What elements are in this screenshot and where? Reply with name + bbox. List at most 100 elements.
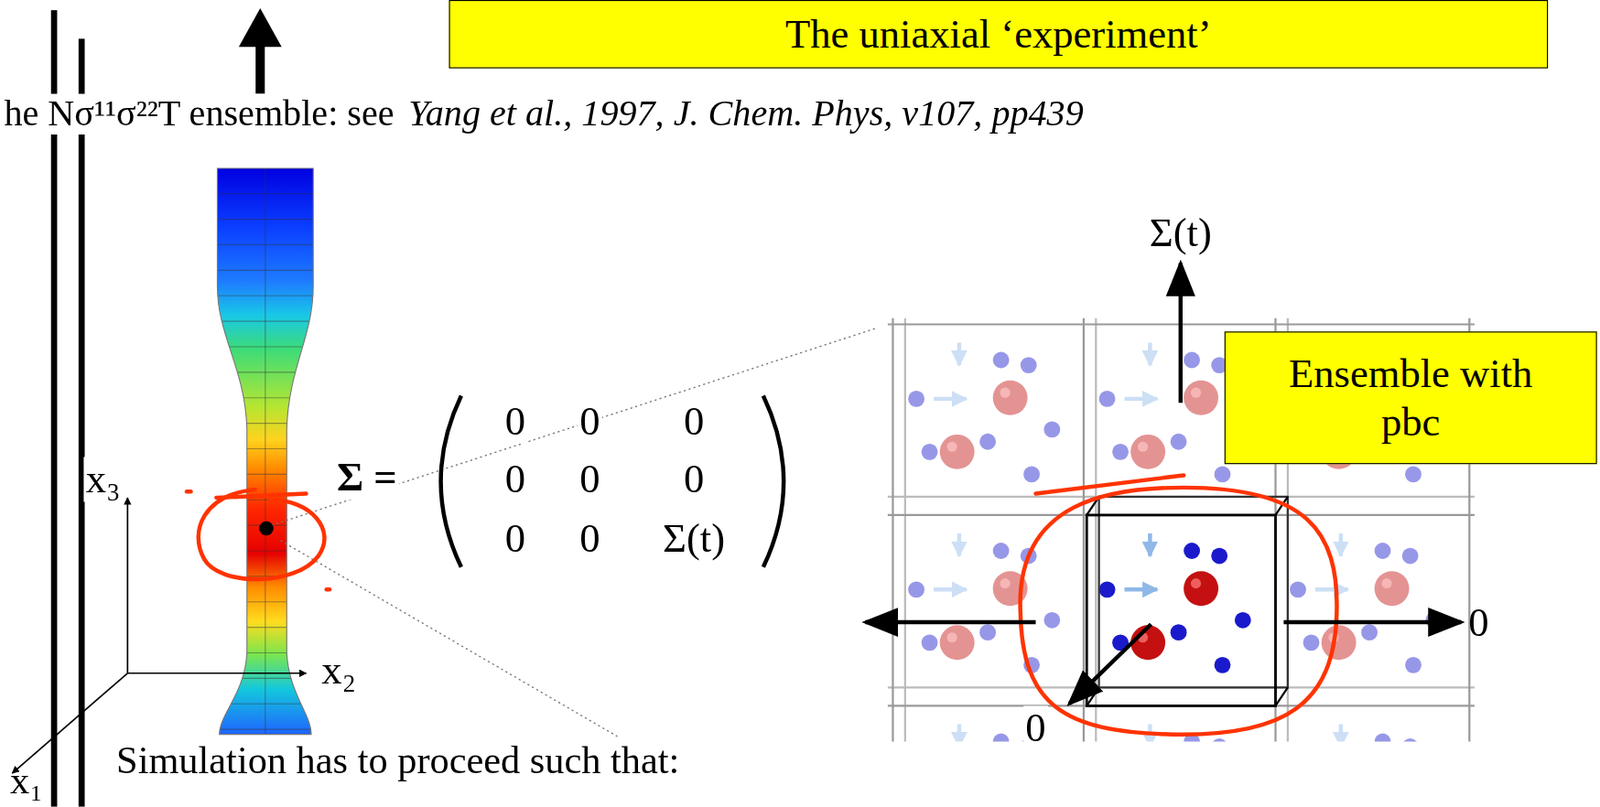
- lattice-part: [1000, 388, 1011, 399]
- lattice-part: [940, 434, 975, 470]
- mesh-line: [204, 270, 327, 271]
- lattice-part: [908, 390, 925, 408]
- matrix-entry: Σ(t): [660, 516, 728, 562]
- lattice-part: [1289, 533, 1442, 674]
- lattice-part: [908, 343, 1060, 484]
- lattice-part: [921, 634, 939, 651]
- lattice-part: [1289, 724, 1442, 743]
- lattice-part: [1374, 571, 1410, 606]
- mesh-line: [204, 627, 327, 628]
- mesh-line: [264, 168, 266, 736]
- lattice-part: [1124, 397, 1158, 401]
- lattice-part: [993, 734, 1010, 743]
- mesh-line: [204, 550, 327, 552]
- lattice-part: [1210, 738, 1228, 742]
- lattice-part: [1405, 657, 1422, 674]
- lattice-part: [1170, 433, 1188, 451]
- lattice-part: [1402, 548, 1419, 565]
- mesh-line: [204, 474, 327, 476]
- lattice-part: [1381, 578, 1392, 589]
- lattice-part: [1099, 497, 1288, 688]
- lattice-part: [921, 443, 939, 461]
- mesh-line: [204, 678, 327, 680]
- lattice-part: [1086, 687, 1099, 706]
- lattice-part: [1082, 318, 1085, 743]
- mesh-line: [204, 244, 327, 246]
- lattice-part: [1124, 587, 1158, 592]
- lattice-part: [979, 624, 996, 641]
- lattice-part: [1321, 625, 1357, 660]
- lattice-part: [947, 442, 958, 453]
- lattice-part: [933, 587, 967, 592]
- lattice-part: [993, 380, 1028, 416]
- lattice-part: [1210, 548, 1228, 565]
- lattice-part: [979, 433, 996, 451]
- lattice-part: [940, 625, 975, 660]
- specimen: [204, 162, 327, 745]
- lattice-part: [1234, 612, 1252, 629]
- axis-label: x₂: [319, 648, 358, 693]
- lattice-part: [933, 397, 967, 401]
- applied-stress: Σ(t): [1147, 210, 1215, 256]
- lattice-part: [1405, 465, 1422, 483]
- lattice-part: [1289, 581, 1307, 598]
- mesh-line: [204, 397, 327, 399]
- mesh-line: [204, 703, 327, 705]
- mesh-line: [204, 193, 327, 195]
- mesh-line: [204, 652, 327, 654]
- lattice-part: [1147, 343, 1152, 367]
- lattice-part: [1183, 352, 1200, 369]
- lattice-part: [891, 318, 894, 743]
- zero-stress: 0: [1466, 600, 1492, 646]
- load-arrow: [255, 44, 265, 95]
- lattice-part: [1043, 612, 1060, 629]
- mesh-line: [204, 575, 327, 577]
- lattice-part: [1402, 738, 1419, 742]
- matrix-entry: 0: [577, 399, 603, 444]
- axis-label: x₃: [83, 456, 122, 502]
- axes: [11, 497, 306, 774]
- lattice-part: [1099, 390, 1116, 408]
- lattice-part: [993, 352, 1010, 369]
- matrix-bracket: [441, 396, 785, 568]
- lattice-part: [1361, 624, 1378, 641]
- stress-symbol: Σ =: [335, 454, 400, 500]
- load-arrow-head: [238, 8, 282, 47]
- mesh-line: [204, 601, 327, 603]
- mesh-line: [204, 448, 327, 450]
- lattice-part: [908, 533, 1060, 674]
- lattice-part: [1339, 724, 1343, 743]
- box-text: Ensemble with pbc: [1267, 348, 1554, 447]
- lattice-part: [1170, 624, 1188, 641]
- reference-note: he Nσ¹¹σ²²T ensemble: see: [1, 94, 397, 135]
- lattice-part: [1130, 434, 1166, 470]
- lattice-part: [1303, 634, 1320, 651]
- lattice-part: [1214, 465, 1232, 483]
- lattice-part: [957, 533, 962, 557]
- lattice-part: [1000, 578, 1011, 589]
- mesh-line: [204, 295, 327, 297]
- lattice-part: [1275, 687, 1287, 706]
- lattice-part: [1190, 388, 1201, 399]
- matrix-entry: 0: [577, 516, 603, 562]
- mesh-line: [204, 729, 327, 731]
- zero-stress: 0: [1023, 705, 1049, 751]
- lattice-part: [904, 318, 907, 743]
- highlight-mark: [186, 489, 330, 590]
- lattice-part: [1099, 581, 1116, 598]
- lattice-part: [908, 581, 925, 598]
- lattice-part: [947, 632, 958, 643]
- lattice-part: [1374, 734, 1392, 743]
- stress-arrow: [864, 263, 1461, 705]
- reference-citation: Yang et al., 1997, J. Chem. Phys, v107, …: [406, 94, 1086, 135]
- matrix-entry: 0: [503, 456, 529, 502]
- matrix-entry: 0: [681, 399, 707, 444]
- lattice-part: [1023, 465, 1040, 483]
- matrix-entry: 0: [503, 399, 529, 444]
- matrix-entry: 0: [503, 516, 529, 562]
- lattice-part: [1086, 515, 1276, 706]
- mesh-line: [204, 345, 327, 347]
- mesh-line: [204, 218, 327, 220]
- lattice-part: [1112, 443, 1129, 461]
- frame-bar: [78, 38, 86, 807]
